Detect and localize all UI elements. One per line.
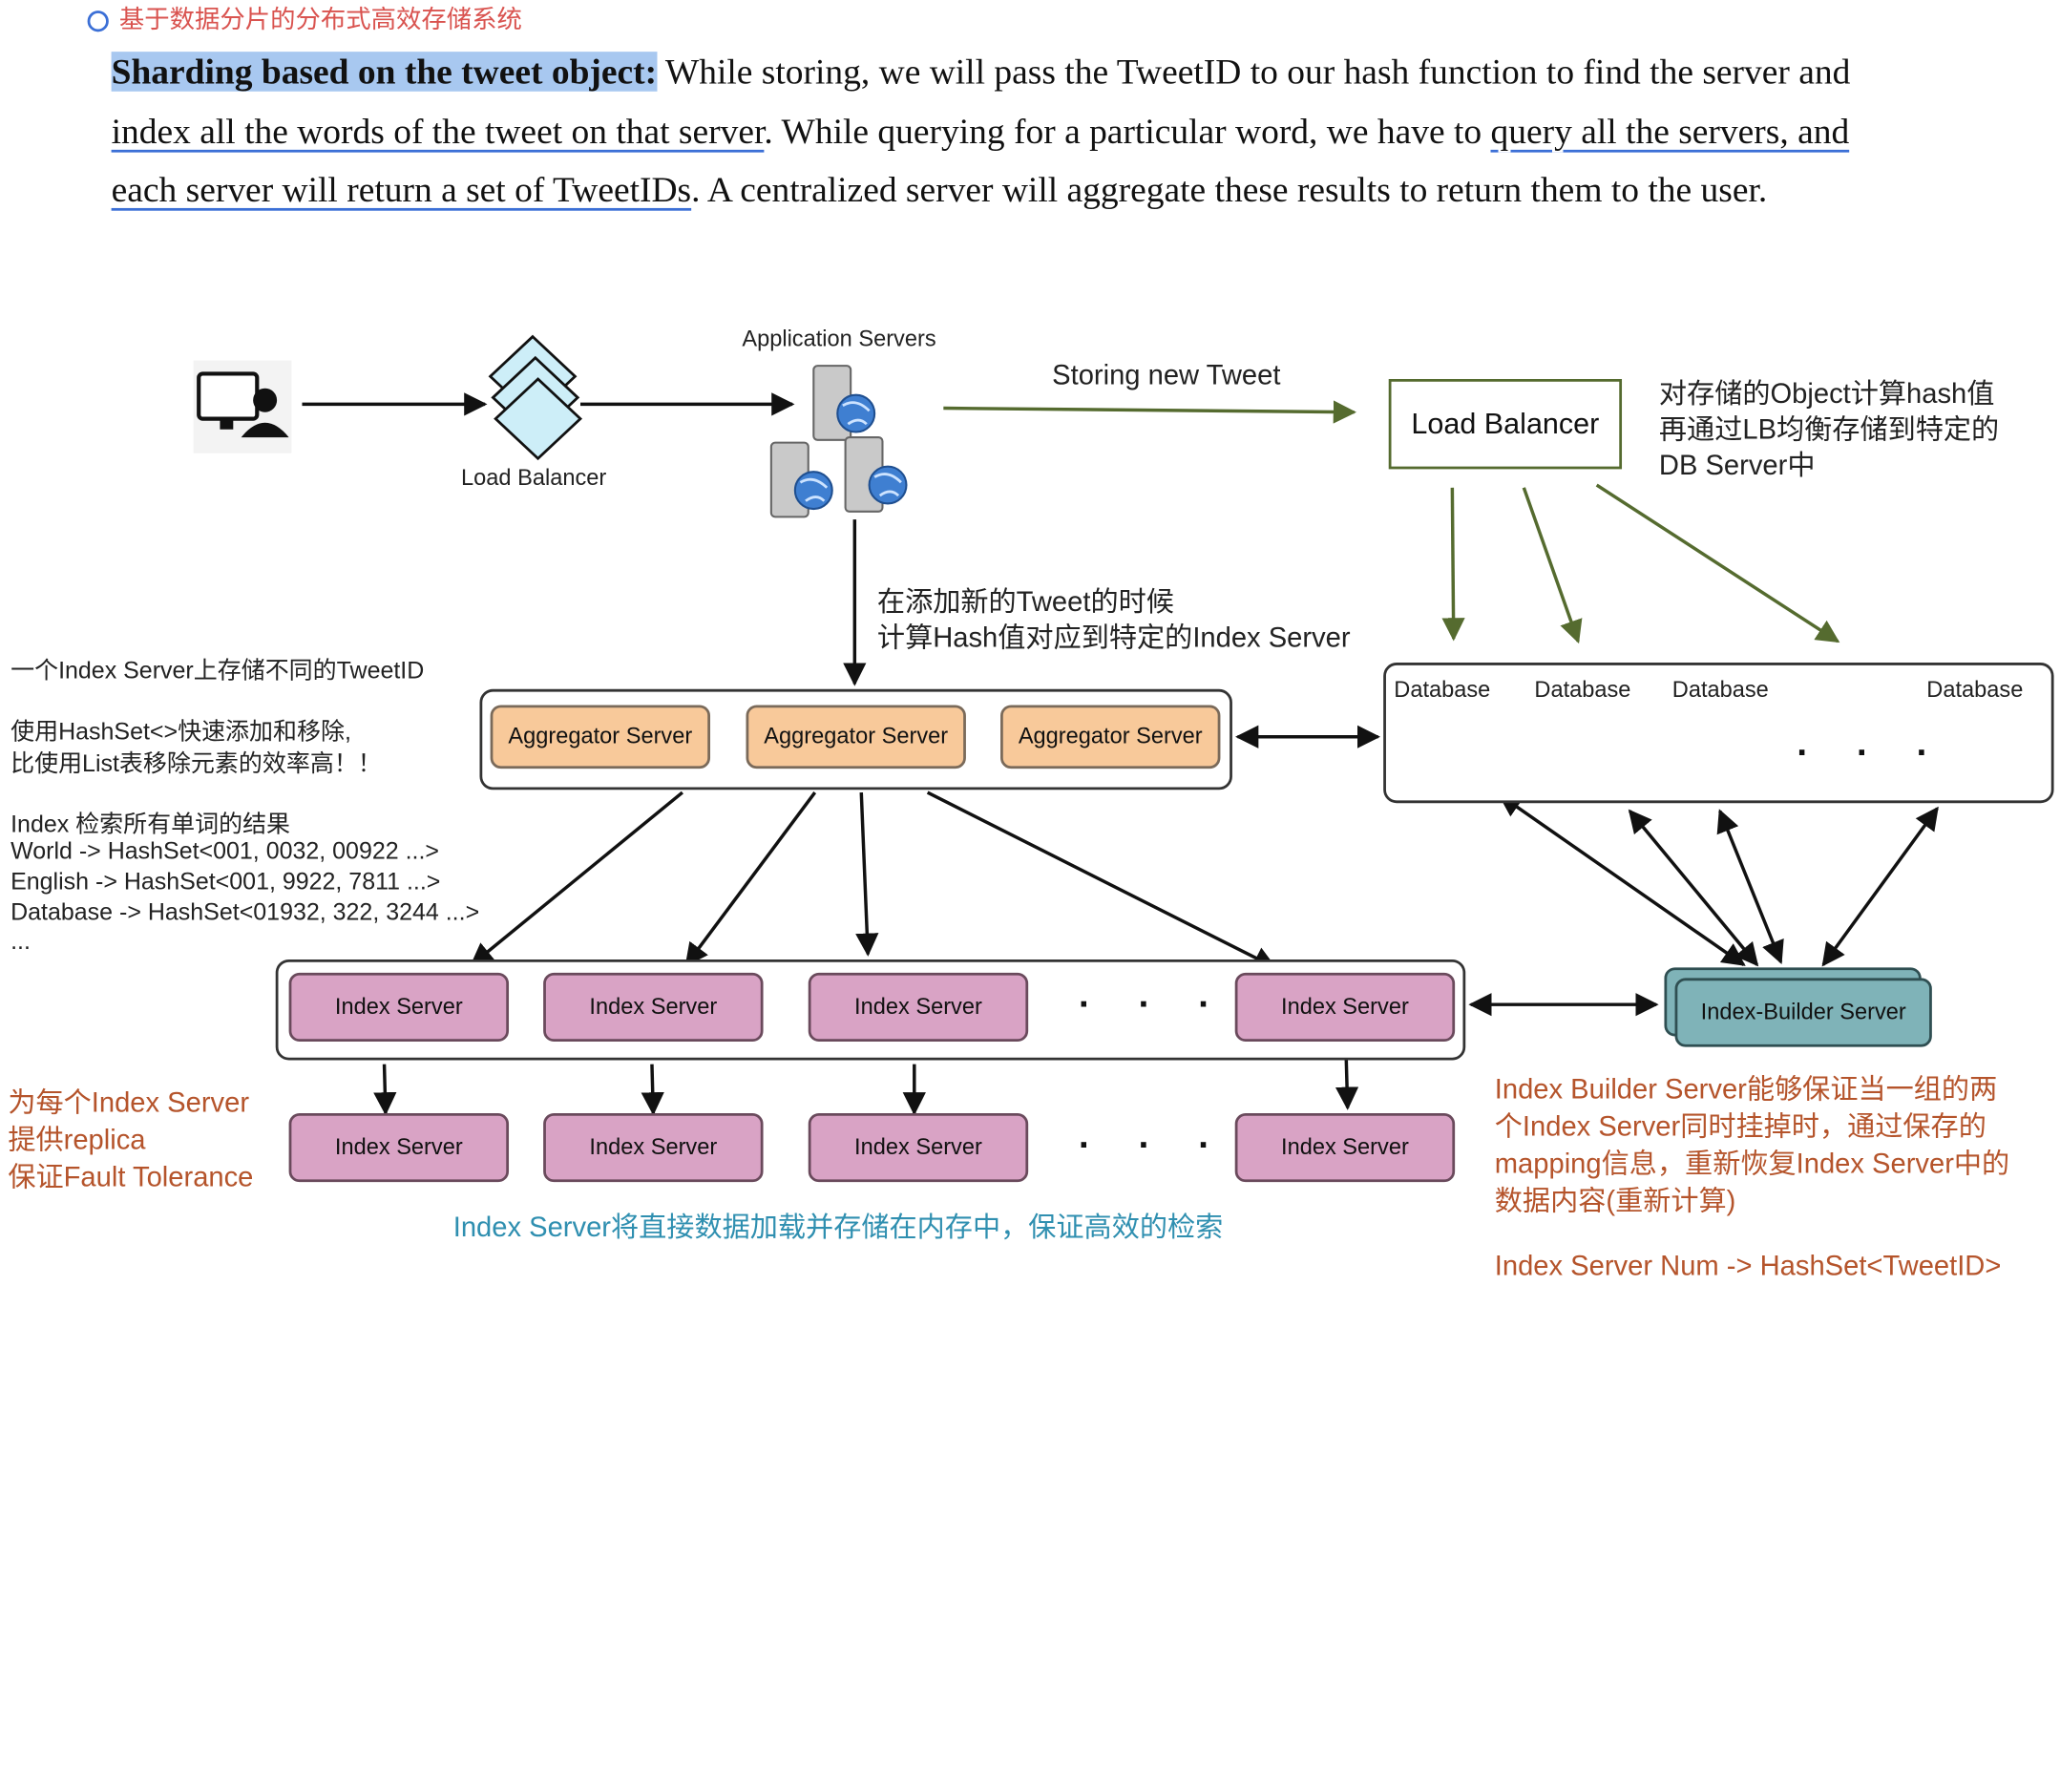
index-builder-server: Index-Builder Server: [1674, 978, 1932, 1047]
application-server-icon: [844, 436, 908, 513]
replica-index-server: Index Server: [1234, 1113, 1456, 1183]
database-label: Database: [1671, 677, 1769, 703]
builder-note-line-4: 数据内容(重新计算): [1494, 1186, 1736, 1217]
builder-mapping: Index Server Num -> HashSet<TweetID>: [1494, 1251, 2002, 1282]
replica-index-server: Index Server: [543, 1113, 764, 1183]
index-server: Index Server: [808, 972, 1029, 1043]
load-balancer-label: Load Balancer: [461, 465, 607, 491]
paragraph-underline-1: index all the words of the tweet on that…: [111, 110, 765, 151]
replica-note-line-2: 提供replica: [8, 1125, 146, 1156]
hash-note-line-2: 计算Hash值对应到特定的Index Server: [876, 622, 1351, 654]
replica-note-line-1: 为每个Index Server: [8, 1087, 250, 1119]
database-label: Database: [1394, 677, 1491, 703]
load-balancer-box: Load Balancer: [1388, 378, 1623, 470]
database-group: [1383, 663, 2054, 804]
application-server-icon: [769, 441, 833, 518]
index-server: Index Server: [543, 972, 764, 1043]
paragraph-text-3: . A centralized server will aggregate th…: [691, 169, 1768, 210]
database-label: Database: [1534, 677, 1631, 703]
application-server-icon: [812, 365, 876, 441]
left-note-7: Database -> HashSet<01932, 322, 3244 ...…: [11, 898, 480, 925]
aggregator-server: Aggregator Server: [1000, 705, 1221, 770]
left-note-1: 一个Index Server上存储不同的TweetID: [11, 657, 425, 685]
paragraph-text-2: . While querying for a particular word, …: [764, 110, 1491, 151]
replica-index-server: Index Server: [288, 1113, 510, 1183]
left-note-8: ...: [11, 927, 31, 955]
database-ellipsis: · · ·: [1797, 731, 1947, 773]
aggregator-server: Aggregator Server: [490, 705, 711, 770]
index-ellipsis: · · ·: [1078, 982, 1230, 1025]
description-paragraph: Sharding based on the tweet object: Whil…: [111, 42, 1914, 219]
aggregator-server: Aggregator Server: [746, 705, 966, 770]
paragraph-lead: Sharding based on the tweet object:: [111, 52, 658, 92]
hash-note-line-1: 在添加新的Tweet的时候: [876, 586, 1174, 618]
paragraph-underline-2: query all the servers, and each server w…: [111, 110, 1850, 210]
lb-note-line-1: 对存储的Object计算hash值: [1658, 378, 1995, 410]
replica-ellipsis: · · ·: [1078, 1124, 1230, 1166]
index-server: Index Server: [1234, 972, 1456, 1043]
storing-label: Storing new Tweet: [1052, 360, 1281, 391]
client-computer-icon: [193, 360, 292, 453]
builder-note-line-2: 个Index Server同时挂掉时，通过保存的: [1494, 1111, 1986, 1143]
lb-note-line-3: DB Server中: [1658, 450, 1816, 481]
replica-note-line-3: 保证Fault Tolerance: [8, 1162, 254, 1193]
left-note-6: English -> HashSet<001, 9922, 7811 ...>: [11, 868, 441, 895]
index-server: Index Server: [288, 972, 510, 1043]
memory-note: Index Server将直接数据加载并存储在内存中，保证高效的检索: [452, 1212, 1224, 1244]
left-note-3: 比使用List表移除元素的效率高！！: [11, 749, 382, 777]
replica-index-server: Index Server: [808, 1113, 1029, 1183]
paragraph-text-1: While storing, we will pass the TweetID …: [657, 52, 1851, 92]
load-balancer-icon: [488, 334, 583, 461]
left-note-5: World -> HashSet<001, 0032, 00922 ...>: [11, 837, 440, 865]
left-note-2: 使用HashSet<>快速添加和移除,: [11, 718, 351, 746]
top-note: 基于数据分片的分布式高效存储系统: [118, 6, 522, 35]
builder-note-line-1: Index Builder Server能够保证当一组的两: [1494, 1074, 1998, 1106]
app-servers-label: Application Servers: [742, 326, 936, 351]
left-note-4: Index 检索所有单词的结果: [11, 811, 291, 838]
builder-note-line-3: mapping信息，重新恢复Index Server中的: [1494, 1149, 2010, 1180]
note-bullet-icon: [87, 11, 109, 32]
database-label: Database: [1926, 677, 2024, 703]
lb-note-line-2: 再通过LB均衡存储到特定的: [1658, 414, 2000, 446]
